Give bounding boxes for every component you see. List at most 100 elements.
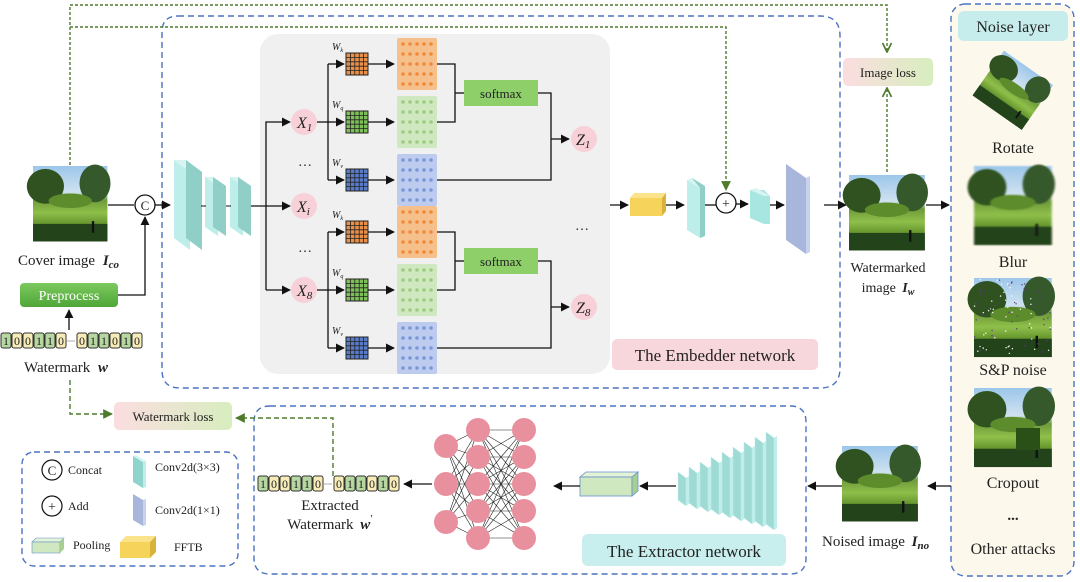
- legend-conv1-icon: [133, 494, 146, 526]
- add-node: [715, 192, 737, 214]
- nn-edge: [477, 429, 525, 512]
- bit-cell: [44, 332, 56, 349]
- ellipsis-1: …: [298, 155, 312, 170]
- fftb-block: [630, 193, 666, 216]
- nn-edge: [477, 456, 525, 539]
- sp-dot: [981, 314, 984, 316]
- sp-dot: [991, 300, 993, 302]
- weight-grid-q: [345, 278, 369, 302]
- bit-cell: [98, 332, 110, 349]
- sp-dot: [1011, 295, 1013, 297]
- weight-label-v: Wv: [332, 158, 343, 170]
- nn-neuron: [512, 499, 536, 523]
- sp-dot: [1023, 287, 1025, 290]
- extractor-conv-side: [752, 446, 755, 524]
- sp-dot: [1009, 287, 1011, 289]
- z1-node: [571, 126, 597, 152]
- sp-dot: [973, 336, 976, 338]
- bit-value: 0: [271, 477, 277, 491]
- bit-cell: [87, 332, 99, 349]
- extractor-conv-layer: [765, 431, 775, 531]
- bit-cell: [290, 475, 302, 492]
- sp-dot: [1025, 299, 1027, 301]
- bit-cell: [0, 332, 12, 349]
- sp-dot: [1016, 315, 1018, 317]
- cover-to-image-loss-line: [69, 4, 887, 165]
- nn-neuron: [434, 434, 458, 458]
- nn-neuron: [434, 472, 458, 496]
- sp-dot: [1005, 316, 1007, 318]
- sp-dot: [1010, 282, 1013, 284]
- conv1-block: [786, 164, 810, 254]
- embedder-container: [161, 15, 841, 389]
- x8-label: X8: [296, 283, 313, 302]
- watermarked-label-2: image Iw: [862, 281, 915, 298]
- extractor-conv-layer: [732, 446, 742, 522]
- nn-neuron: [466, 472, 490, 496]
- ellipsis-3: …: [575, 219, 589, 234]
- sp-dot: [979, 290, 982, 292]
- sp-dot: [991, 335, 993, 337]
- z8-label: Z8: [576, 300, 591, 319]
- sp-dot: [994, 337, 996, 339]
- bit-value: 1: [47, 334, 53, 348]
- embedder-title-bg: [612, 339, 818, 370]
- pooling-block: [578, 471, 640, 497]
- sv-merge: [437, 92, 552, 181]
- sp-dot: [985, 332, 987, 334]
- bit-value: 0: [369, 477, 375, 491]
- sp-dot: [1003, 291, 1005, 294]
- bit-value: 1: [358, 477, 364, 491]
- softmax-label: softmax: [480, 254, 522, 269]
- sp-dot: [1042, 285, 1045, 287]
- bit-value: 1: [90, 334, 96, 348]
- bit-cell: [333, 475, 345, 492]
- x8-node: [291, 277, 317, 303]
- sp-dot: [1037, 291, 1039, 293]
- sp-dot: [1033, 348, 1036, 351]
- sp-dot: [973, 305, 976, 307]
- nn-neuron: [512, 418, 536, 442]
- sp-dot: [1030, 312, 1032, 315]
- extractor-conv-side: [730, 456, 733, 518]
- sp-dot: [1030, 303, 1032, 306]
- sp-dot: [975, 302, 977, 304]
- concat-symbol: C: [141, 198, 150, 213]
- sp-dot: [1005, 347, 1007, 349]
- bit-cell: [33, 332, 45, 349]
- bit-cell: [22, 332, 34, 349]
- watermark-to-loss-line: [69, 380, 113, 419]
- sp-dot: [1047, 317, 1049, 319]
- sp-dot: [1030, 298, 1032, 300]
- svg-text:C: C: [48, 463, 57, 478]
- extractor-conv-layer: [677, 471, 687, 507]
- sp-dot: [1032, 304, 1035, 307]
- noise-item-rotate: Rotate: [992, 140, 1034, 157]
- sp-dot: [1041, 314, 1043, 316]
- bit-cell: [388, 475, 400, 492]
- sp-dot: [1037, 343, 1039, 345]
- nn-neuron: [512, 445, 536, 469]
- nn-edge: [445, 429, 479, 523]
- sp-dot: [1008, 345, 1010, 347]
- extractor-conv-side: [774, 436, 777, 530]
- watermark-loss-label: Watermark loss: [133, 409, 214, 424]
- z1-label: Z1: [576, 132, 590, 151]
- sp-dot: [994, 304, 996, 307]
- bit-cell: [377, 475, 389, 492]
- bit-cell: [131, 332, 143, 349]
- legend-pooling-icon: [31, 537, 65, 554]
- extractor-conv-layer: [743, 441, 753, 525]
- sp-dot: [979, 293, 982, 296]
- conv3-block-2: [750, 188, 770, 224]
- ellipsis-2: …: [298, 241, 312, 256]
- nn-neuron: [466, 445, 490, 469]
- bit-cell: [366, 475, 378, 492]
- noise-layer-title: Noise layer: [976, 19, 1050, 36]
- bit-value: 1: [304, 477, 310, 491]
- matrix-k: [397, 38, 437, 90]
- weight-grid-k: [345, 52, 369, 76]
- bit-value: 1: [293, 477, 299, 491]
- sp-dot: [1029, 323, 1031, 325]
